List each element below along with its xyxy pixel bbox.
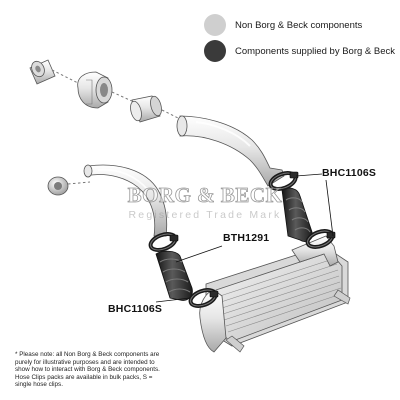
upper-right-hose — [281, 187, 313, 242]
legend-swatch-grey — [204, 14, 226, 36]
bulb-fitting — [77, 71, 113, 109]
legend-swatch-dark — [204, 40, 226, 62]
hose-clip-left-upper — [148, 232, 179, 252]
hose-clip-lower — [188, 288, 219, 308]
pipe-end-cap — [29, 59, 56, 85]
bth1291-hose — [155, 250, 193, 301]
hose-clip-upper — [268, 171, 299, 191]
part-label-hose: BTH1291 — [223, 232, 270, 244]
upper-pipe-assembly — [29, 59, 285, 187]
leader-lines — [155, 173, 334, 303]
intercooler — [199, 235, 351, 353]
lower-pipe-assembly — [47, 164, 168, 237]
footnote: * Please note: all Non Borg & Beck compo… — [15, 351, 160, 389]
short-tube-segment — [130, 95, 162, 123]
grommet — [47, 176, 69, 196]
lower-curved-pipe — [83, 164, 168, 237]
part-label-clip-lower: BHC1106S — [108, 303, 163, 315]
legend-label-borg-beck: Components supplied by Borg & Beck — [235, 45, 396, 57]
legend-item-non-borg-beck: Non Borg & Beck components — [204, 13, 362, 37]
part-label-clip-upper: BHC1106S — [322, 167, 377, 179]
legend-label-non-borg-beck: Non Borg & Beck components — [235, 19, 363, 31]
upper-curved-pipe — [176, 115, 285, 187]
legend-item-borg-beck: Components supplied by Borg & Beck — [204, 39, 395, 63]
